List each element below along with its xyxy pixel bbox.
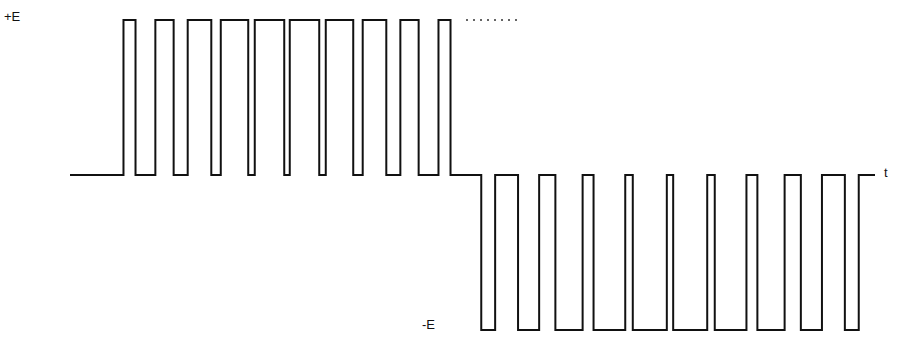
axis-label: t <box>884 166 888 179</box>
dotted-level <box>466 19 520 21</box>
level-label: +E <box>4 10 20 23</box>
level-label: -E <box>422 318 435 331</box>
pwm-trace <box>70 20 875 330</box>
